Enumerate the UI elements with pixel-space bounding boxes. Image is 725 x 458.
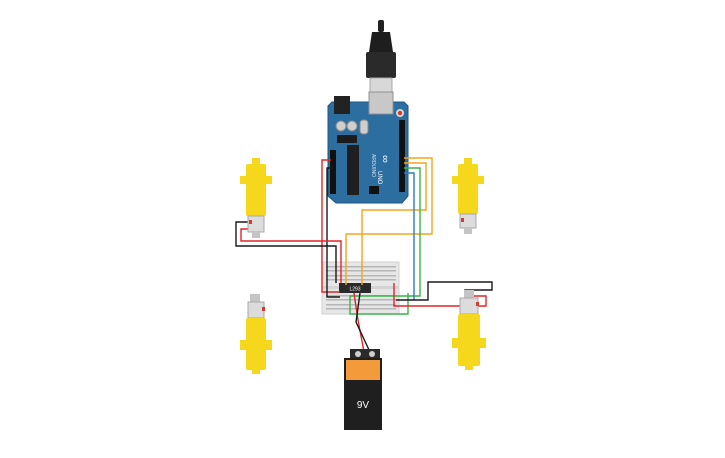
battery-voltage-label: 9V	[357, 400, 370, 411]
motor-endcap	[252, 232, 260, 238]
capacitor-1	[335, 120, 347, 132]
motor-gearbox	[458, 164, 478, 214]
dc-motor-bottom-left[interactable]	[240, 294, 272, 374]
motor-terminal-red	[249, 220, 252, 224]
battery-9v[interactable]: 9V	[344, 349, 382, 430]
wire-motor1-red[interactable]	[240, 228, 342, 283]
motor-axle	[252, 158, 260, 166]
reset-button-cap	[397, 110, 403, 116]
breadboard[interactable]: L293	[321, 261, 400, 315]
dc-motor-top-right[interactable]	[452, 158, 484, 234]
usb-cable-boot	[369, 32, 393, 52]
motor-endcap	[464, 290, 474, 298]
motor-mount-tab	[452, 176, 458, 184]
wire-motor4-black[interactable]	[396, 281, 493, 301]
motor-can	[247, 301, 265, 319]
capacitor-2	[346, 120, 358, 132]
voltage-regulator	[337, 135, 357, 143]
motor-axle	[465, 364, 473, 370]
wire-green-pin[interactable]	[349, 167, 421, 315]
motor-axle	[464, 158, 472, 166]
motor-endcap	[464, 228, 472, 234]
wire-motor1-black[interactable]	[235, 221, 337, 283]
motor-mount-tab	[240, 340, 246, 350]
battery-terminal-negative	[355, 351, 361, 357]
motor-endcap	[250, 294, 260, 302]
motor-mount-tab	[266, 176, 272, 184]
usb-jack	[368, 91, 394, 115]
l293-chip-label: L293	[349, 287, 360, 293]
wire-battery-black[interactable]	[355, 292, 371, 353]
atmega-chip	[347, 145, 359, 195]
digital-header	[399, 120, 405, 192]
battery-snap-connector	[350, 349, 380, 359]
wire-blue-pin[interactable]	[404, 172, 415, 300]
icsp-header	[369, 186, 379, 194]
wire-red-5v[interactable]	[321, 159, 340, 293]
board-pcb	[327, 101, 409, 204]
motor-mount-tab	[266, 340, 272, 350]
dc-motor-bottom-right[interactable]	[452, 290, 486, 370]
motor-axle	[252, 368, 260, 374]
motor-terminal-red	[461, 218, 464, 222]
wire-battery-red[interactable]	[353, 292, 365, 353]
motor-mount-tab	[478, 176, 484, 184]
motor-mount-tab	[480, 338, 486, 348]
usb-cable[interactable]	[366, 20, 396, 93]
battery-terminal-positive	[369, 351, 375, 357]
wire-orange-pin[interactable]	[345, 157, 433, 285]
crystal	[359, 119, 369, 135]
dc-motor-top-left[interactable]	[240, 158, 272, 238]
arduino-uno-board[interactable]: ∞ UNO ARDUINO	[327, 91, 409, 204]
motor-terminal-red	[262, 307, 265, 311]
motor-gearbox	[246, 164, 266, 216]
motor-gearbox	[458, 314, 480, 366]
usb-cable-wire	[378, 20, 384, 32]
motor-gearbox	[246, 318, 266, 370]
wire-black-gnd[interactable]	[326, 167, 340, 298]
motor-terminal-red	[476, 302, 479, 306]
wire-orange-pin-2[interactable]	[361, 162, 427, 285]
power-jack	[334, 96, 350, 114]
motor-mount-tab	[452, 338, 458, 348]
power-header	[330, 150, 336, 194]
wires	[235, 157, 493, 353]
board-model-label: UNO	[376, 171, 382, 185]
board-logo: ∞	[379, 155, 391, 163]
motor-mount-tab	[240, 176, 246, 184]
motor-can	[459, 297, 479, 315]
battery-label-band	[346, 360, 380, 380]
l293-driver-chip[interactable]	[339, 283, 371, 293]
wire-motor4-red[interactable]	[393, 283, 487, 307]
usb-plug-metal	[369, 77, 393, 93]
board-brand-label: ARDUINO	[370, 154, 376, 177]
usb-plug-housing	[366, 52, 396, 78]
